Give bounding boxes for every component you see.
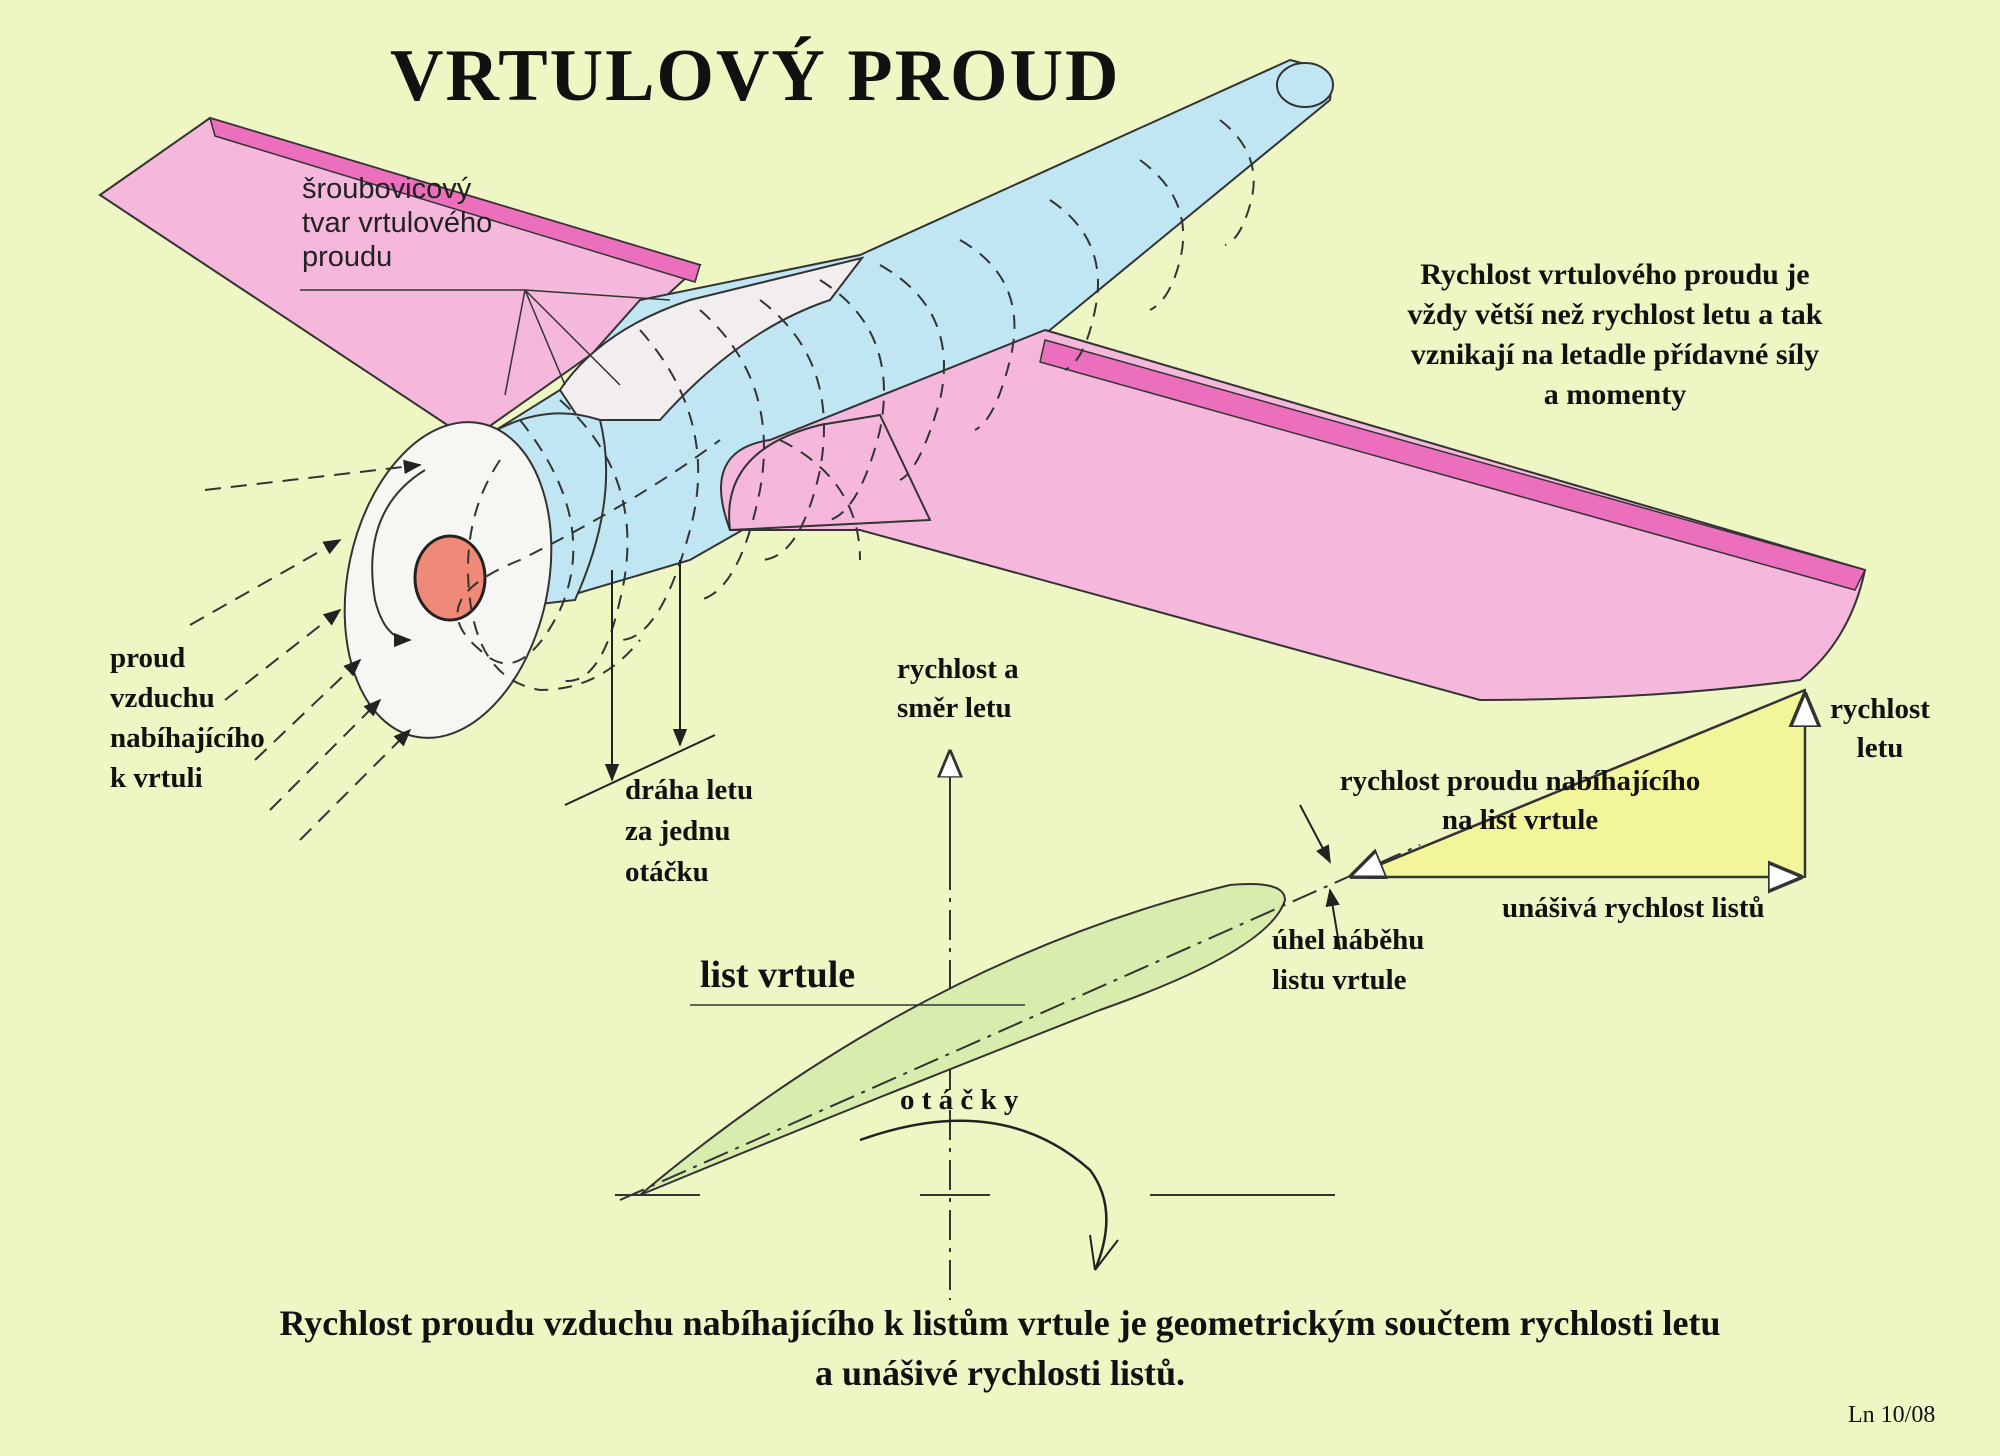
relative-flow-vector [1352, 688, 1806, 876]
helical-stream [456, 119, 1255, 692]
tail-cap [1276, 62, 1334, 108]
right-wing-trailing-edge [1039, 339, 1867, 591]
rpm-arc-arrowhead [1089, 1234, 1119, 1271]
spinner [413, 534, 487, 622]
chord-line [619, 844, 1421, 1201]
inflow-lines [189, 459, 422, 841]
attack-angle-marker [1299, 804, 1341, 951]
wing-root [728, 413, 932, 532]
relative-flow-label: rychlost proudu nabíhajícího na list vrt… [1339, 765, 1701, 836]
helical-shape-label: šroubovicový tvar vrtulového proudu [302, 173, 493, 273]
rotational-speed-label: unášivá rychlost listů [1502, 892, 1765, 924]
page-title: VRTULOVÝ PROUD [390, 35, 1121, 117]
rpm-label: o t á č k y [900, 1084, 1019, 1116]
info-text: Rychlost vrtulového proudu je vždy větší… [1407, 258, 1823, 411]
blade-label: list vrtule [700, 954, 856, 996]
path-per-revolution-markers [564, 560, 716, 806]
canopy [558, 256, 865, 421]
conclusion-text: Rychlost proudu vzduchu nabíhajícího k l… [279, 1303, 1721, 1393]
left-wing-trailing-edge [208, 116, 701, 283]
path-per-revolution-label: dráha letu za jednu otáčku [625, 774, 754, 888]
right-wing [720, 328, 1867, 702]
inflow-label: proud vzduchu nabíhajícího k vrtuli [110, 642, 265, 794]
sheet-code: Ln 10/08 [1848, 1402, 1936, 1428]
rpm-arc [859, 1119, 1108, 1271]
rotation-arrow [371, 469, 426, 648]
flight-speed-label: rychlost letu [1830, 693, 1930, 764]
speed-direction-label: rychlost a směr letu [897, 653, 1019, 724]
propeller-blade-airfoil [639, 883, 1287, 1196]
attack-angle-label: úhel náběhu listu vrtule [1272, 924, 1425, 996]
helical-label-leaders [300, 289, 671, 396]
